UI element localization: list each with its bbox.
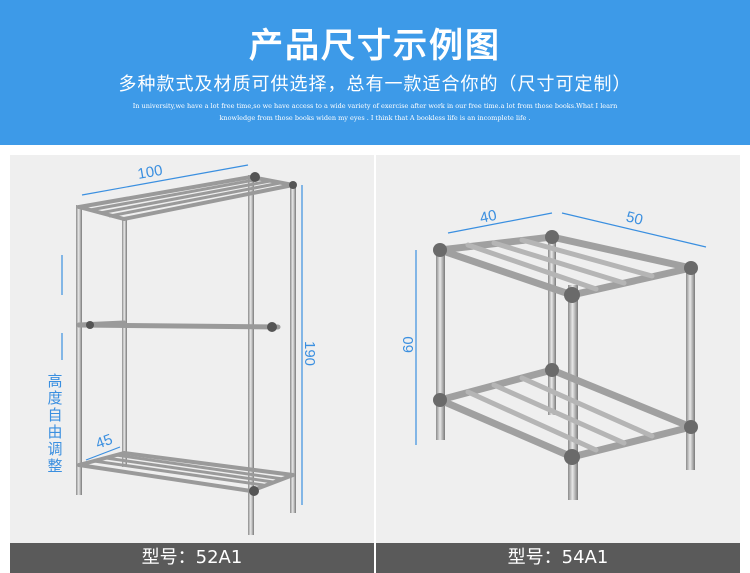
rack-leg <box>568 285 578 500</box>
joint <box>289 181 297 189</box>
dimension-lines <box>61 164 303 505</box>
joint <box>86 321 94 329</box>
rack-upright <box>122 217 127 467</box>
page-subtitle: 多种款式及材质可供选择，总有一款适合你的（尺寸可定制） <box>118 74 632 95</box>
joint <box>267 322 277 332</box>
rack-upright <box>76 205 82 495</box>
joint <box>249 486 259 496</box>
rack-upright <box>248 175 254 535</box>
rack-leg <box>686 265 695 470</box>
rack-short-illustration: 40 50 60 <box>400 207 707 500</box>
bottom-shelf <box>77 451 295 493</box>
dim-height-label: 190 <box>301 341 318 366</box>
dim-depth-label: 45 <box>93 431 114 453</box>
header-banner: 产品尺寸示例图 多种款式及材质可供选择，总有一款适合你的（尺寸可定制） In u… <box>0 0 750 145</box>
dim-height-label: 60 <box>400 336 417 353</box>
adjustable-height-note: 高度自由调整 <box>47 372 63 475</box>
dim-width-label: 100 <box>136 162 164 183</box>
dimension-lines <box>415 212 707 445</box>
english-caption-line2: knowledge from those books widen my eyes… <box>219 114 531 122</box>
rack-leg <box>436 245 445 440</box>
joint <box>250 172 260 182</box>
english-caption: In university,we have a lot free time,so… <box>120 100 630 124</box>
joints <box>433 230 698 465</box>
bottom-slats <box>465 375 655 453</box>
product-card-52a1[interactable]: 100 190 45 高度自由调整 型号：52A1 <box>10 155 374 573</box>
page-title: 产品尺寸示例图 <box>249 26 501 66</box>
rack-leg <box>548 235 556 415</box>
english-caption-line1: In university,we have a lot free time,so… <box>132 102 618 110</box>
dim-width-label: 50 <box>624 208 644 229</box>
top-shelf <box>77 175 295 221</box>
model-label-54a1: 型号：54A1 <box>376 543 740 573</box>
rack-upright <box>290 183 296 513</box>
rack-tall-illustration: 100 190 45 <box>61 162 318 535</box>
model-label-52a1: 型号：52A1 <box>10 543 374 573</box>
product-card-54a1[interactable]: 40 50 60 型号：54A1 <box>376 155 740 573</box>
dim-depth-label: 40 <box>478 207 498 227</box>
bottom-frame <box>436 366 695 461</box>
top-slats <box>465 237 655 292</box>
